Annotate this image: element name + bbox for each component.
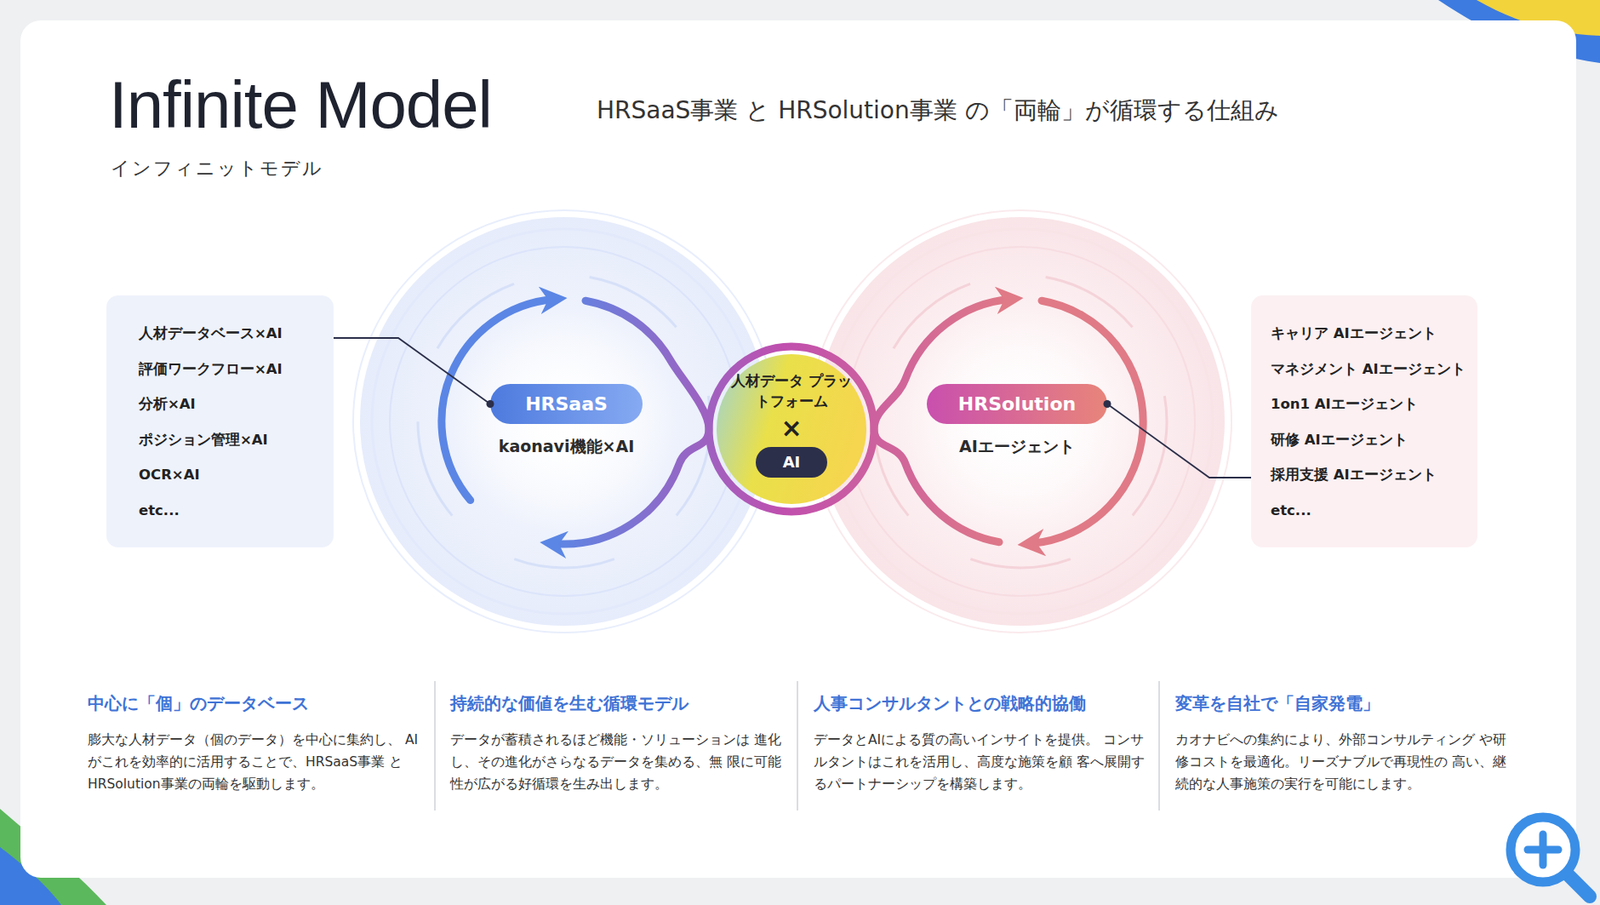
list-item: OCR×AI (138, 457, 334, 493)
leader-line (1107, 404, 1252, 479)
list-item: 研修 AIエージェント (1270, 422, 1478, 458)
orbit-ring (417, 274, 711, 568)
platform-circle: 人材データ プラットフォーム × AI (714, 352, 869, 506)
pill-caption: kaonavi機能×AI (447, 434, 686, 458)
list-item: etc... (138, 492, 334, 529)
platform-label: 人材データ プラットフォーム (725, 371, 858, 412)
list-item: ポジション管理×AI (138, 422, 334, 458)
orbit-ring (845, 246, 1195, 596)
list-item: キャリア AIエージェント (1270, 315, 1478, 352)
diagram-title: Infinite Model (108, 71, 492, 138)
zoom-icon (1510, 817, 1576, 882)
section-heading: 持続的な価値を生む循環モデル (450, 691, 791, 715)
hrsaas-pill: HRSaaSkaonavi機能×AI (490, 383, 643, 424)
cross-symbol: × (714, 415, 869, 441)
list-item: マネジメント AIエージェント (1270, 351, 1478, 388)
feature-list-box: 人材データベース×AI評価ワークフロー×AI分析×AIポジション管理×AIOCR… (106, 295, 334, 548)
section-heading: 変革を自社で「自家発電」 (1175, 691, 1516, 715)
column-separator (1158, 680, 1160, 811)
section-heading: 人事コンサルタントとの戦略的協働 (813, 691, 1155, 715)
column-separator (796, 680, 799, 811)
pill-label: HRSolution (926, 383, 1108, 424)
orbit-ring (828, 228, 1213, 614)
content-card (20, 20, 1577, 878)
leader-dot (1103, 400, 1112, 408)
pill-caption: AIエージェント (884, 434, 1150, 458)
leader-dot (486, 400, 495, 408)
orbit-ring (874, 274, 1167, 568)
ai-label: AI (755, 446, 828, 478)
list-item: 採用支援 AIエージェント (1270, 457, 1478, 493)
section-body: データが蓄積されるほど機能・ソリューションは 進化し、その進化がさらなるデータを… (450, 728, 791, 795)
list-item: 分析×AI (138, 386, 334, 423)
list-item: 人材データベース×AI (138, 315, 334, 352)
list-item: 評価ワークフロー×AI (138, 351, 334, 388)
orbit-ring (371, 228, 757, 614)
zoom-icon (1539, 834, 1548, 865)
hrsolution-pill: HRSolutionAIエージェント (926, 383, 1108, 424)
leader-line (333, 337, 491, 405)
list-item: 1on1 AIエージェント (1270, 386, 1478, 423)
column-separator (434, 680, 436, 811)
ai-pill: AI (755, 446, 828, 478)
pill-label: HRSaaS (490, 383, 643, 424)
agent-list-box: キャリア AIエージェントマネジメント AIエージェント1on1 AIエージェン… (1251, 295, 1478, 548)
section-body: 膨大な人材データ（個のデータ）を中心に集約し、 AIがこれを効率的に活用すること… (87, 728, 429, 795)
section-body: データとAIによる質の高いインサイトを提供。 コンサルタントはこれを活用し、高度… (813, 728, 1155, 795)
list-item: etc... (1270, 492, 1478, 529)
zoom-icon (1567, 874, 1590, 897)
section-body: カオナビへの集約により、外部コンサルティング や研修コストを最適化。リーズナブル… (1175, 728, 1516, 795)
tagline-text: HRSaaS事業 と HRSolution事業 の「両輪」が循環する仕組み (596, 95, 1533, 126)
subtitle-text: インフィニットモデル (110, 156, 469, 181)
section-heading: 中心に「個」のデータベース (87, 691, 429, 715)
